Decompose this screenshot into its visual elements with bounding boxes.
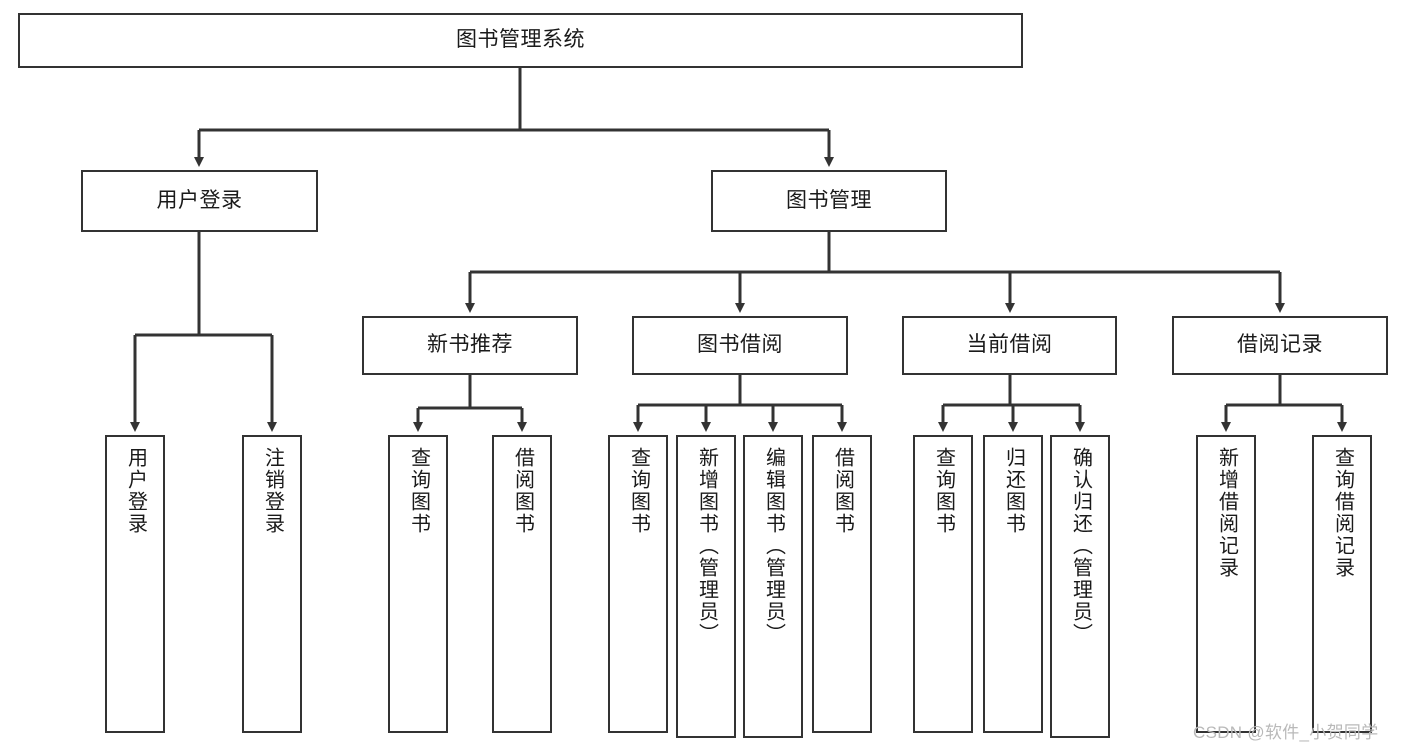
node-leaf-query-record-label: 查询借阅记录 bbox=[1331, 447, 1354, 579]
node-borrow-record-label: 借阅记录 bbox=[1237, 333, 1323, 357]
node-leaf-add-book-label: 新增图书（管理员） bbox=[695, 447, 718, 645]
node-current-borrow-label: 当前借阅 bbox=[966, 333, 1053, 357]
node-leaf-query-book-2-label: 查询图书 bbox=[627, 447, 650, 535]
node-leaf-return-book[interactable]: 归还图书 bbox=[983, 435, 1043, 733]
node-leaf-query-book-1[interactable]: 查询图书 bbox=[388, 435, 448, 733]
node-leaf-confirm-return-label: 确认归还（管理员） bbox=[1069, 447, 1092, 645]
node-leaf-query-book-3-label: 查询图书 bbox=[932, 447, 955, 535]
node-book-borrow[interactable]: 图书借阅 bbox=[632, 316, 848, 375]
node-user-login-label: 用户登录 bbox=[156, 188, 243, 212]
node-leaf-logout-login-label: 注销登录 bbox=[261, 447, 284, 535]
node-user-login[interactable]: 用户登录 bbox=[81, 170, 318, 232]
node-leaf-add-record[interactable]: 新增借阅记录 bbox=[1196, 435, 1256, 733]
node-leaf-logout-login[interactable]: 注销登录 bbox=[242, 435, 302, 733]
node-root-label: 图书管理系统 bbox=[456, 28, 585, 52]
node-borrow-record[interactable]: 借阅记录 bbox=[1172, 316, 1388, 375]
node-leaf-query-book-1-label: 查询图书 bbox=[407, 447, 430, 535]
node-leaf-add-book[interactable]: 新增图书（管理员） bbox=[676, 435, 736, 738]
node-leaf-return-book-label: 归还图书 bbox=[1002, 447, 1025, 535]
node-root[interactable]: 图书管理系统 bbox=[18, 13, 1023, 68]
node-leaf-borrow-book-1-label: 借阅图书 bbox=[511, 447, 534, 535]
node-new-book-recommend-label: 新书推荐 bbox=[427, 333, 513, 357]
node-leaf-user-login-label: 用户登录 bbox=[124, 447, 147, 535]
node-book-borrow-label: 图书借阅 bbox=[697, 333, 783, 357]
node-leaf-edit-book-label: 编辑图书（管理员） bbox=[762, 447, 785, 645]
node-leaf-user-login[interactable]: 用户登录 bbox=[105, 435, 165, 733]
node-leaf-query-book-3[interactable]: 查询图书 bbox=[913, 435, 973, 733]
node-current-borrow[interactable]: 当前借阅 bbox=[902, 316, 1117, 375]
node-leaf-edit-book[interactable]: 编辑图书（管理员） bbox=[743, 435, 803, 738]
node-leaf-borrow-book-2-label: 借阅图书 bbox=[831, 447, 854, 535]
node-new-book-recommend[interactable]: 新书推荐 bbox=[362, 316, 578, 375]
node-leaf-confirm-return[interactable]: 确认归还（管理员） bbox=[1050, 435, 1110, 738]
csdn-watermark: CSDN @软件_小贺同学 bbox=[1193, 723, 1379, 742]
node-leaf-query-record[interactable]: 查询借阅记录 bbox=[1312, 435, 1372, 733]
node-leaf-query-book-2[interactable]: 查询图书 bbox=[608, 435, 668, 733]
node-leaf-add-record-label: 新增借阅记录 bbox=[1215, 447, 1238, 579]
node-leaf-borrow-book-1[interactable]: 借阅图书 bbox=[492, 435, 552, 733]
node-book-management-label: 图书管理 bbox=[786, 188, 872, 212]
node-book-management[interactable]: 图书管理 bbox=[711, 170, 947, 232]
node-leaf-borrow-book-2[interactable]: 借阅图书 bbox=[812, 435, 872, 733]
